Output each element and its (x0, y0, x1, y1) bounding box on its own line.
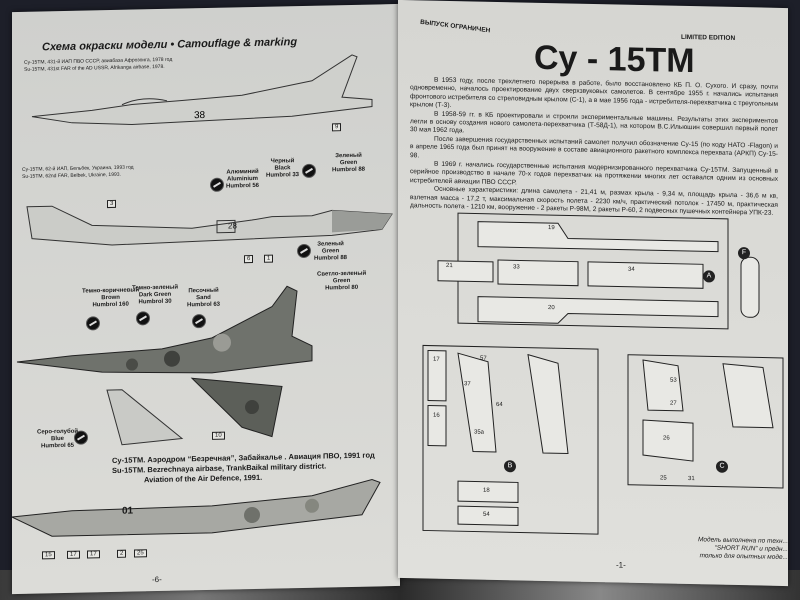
sprue-label-c: C (716, 460, 728, 473)
aircraft-scheme2 (26, 205, 393, 246)
part-33: 33 (513, 264, 520, 271)
limited-edition-ru: ВЫПУСК ОГРАНИЧЕН (419, 18, 491, 35)
part-54: 54 (483, 511, 490, 518)
part-17: 17 (433, 356, 440, 363)
footer-note: Модель выполнена по техн... “SHORT RUN” … (648, 535, 788, 562)
part-19: 19 (548, 225, 555, 232)
part-21: 21 (446, 262, 453, 270)
callout-17b: 17 (87, 550, 100, 559)
part-16: 16 (433, 412, 440, 419)
callout-17a: 17 (67, 550, 80, 559)
callout-25: 25 (134, 549, 147, 558)
part-34: 34 (628, 266, 635, 273)
scheme4-number: 01 (122, 505, 134, 517)
scheme1-number: 38 (194, 110, 206, 121)
callout-6: 6 (244, 255, 254, 264)
aircraft-scheme1: 38 (31, 54, 373, 126)
paint-chip-green (297, 243, 311, 259)
left-page-number: -6- (152, 574, 162, 585)
sprue-a-diagram (437, 212, 760, 330)
right-page-number: -1- (616, 560, 626, 570)
right-page: ВЫПУСК ОГРАНИЧЕН LIMITED EDITION Су - 15… (398, 0, 788, 587)
sprue-label-b: B (504, 460, 516, 473)
part-18: 18 (483, 487, 490, 494)
sprue-label-a: A (703, 270, 715, 283)
sprue-b-diagram (422, 344, 599, 535)
part-37: 37 (464, 381, 471, 388)
callout-10: 10 (212, 431, 225, 440)
callout-3: 3 (107, 199, 117, 209)
part-57: 57 (480, 355, 487, 362)
part-26: 27 (670, 400, 677, 407)
part-27: 53 (670, 377, 677, 384)
aircraft-scheme4 (12, 478, 381, 537)
part-35a: 35a (474, 429, 485, 436)
sprue-label-f: F (738, 247, 750, 260)
scheme2-number: 28 (228, 221, 237, 231)
callout-9: 9 (332, 123, 342, 132)
history-text: В 1953 году, после трехлетнего перерыва … (410, 76, 778, 218)
part-20: 20 (548, 305, 555, 312)
callout-15: 15 (42, 551, 55, 560)
part-31: 25 (660, 475, 667, 482)
limited-edition-en: LIMITED EDITION (681, 33, 736, 42)
sprue-c-diagram (627, 354, 784, 489)
part-25: 26 (663, 435, 670, 442)
callout-1: 1 (264, 254, 274, 263)
part-64: 64 (496, 401, 503, 409)
model-title: Су - 15ТМ (534, 38, 695, 81)
part-30: 31 (688, 475, 695, 483)
callout-2: 2 (117, 549, 127, 558)
left-page: Схема окраски модели • Camouflage & mark… (12, 3, 400, 595)
footer-line: только для опытных моде... (699, 552, 788, 562)
aircraft-scheme3-camouflage (16, 285, 313, 446)
